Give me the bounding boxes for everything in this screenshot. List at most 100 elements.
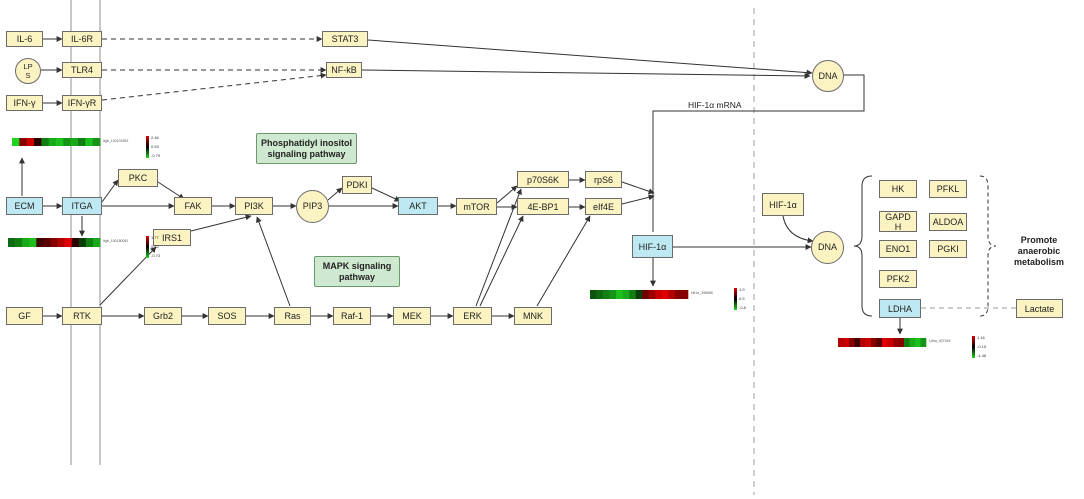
- heatmap-cell: [78, 238, 87, 247]
- node-sos: SOS: [208, 307, 246, 325]
- heatmap-cell: [590, 290, 597, 299]
- node-fak: FAK: [174, 197, 212, 215]
- edge-pdki-akt: [371, 187, 401, 202]
- heatmap-cell: [849, 338, 855, 347]
- node-pi3k: PI3K: [235, 197, 273, 215]
- heatmap-cell: [893, 338, 899, 347]
- node-rps6: rpS6: [585, 171, 622, 188]
- heatmap-cell: [622, 290, 630, 299]
- heatmap-cell: [22, 238, 30, 247]
- heatmap-legend-value: 0.52: [151, 244, 159, 249]
- heatmap-gene-id: Ldha_407245: [929, 339, 951, 343]
- heatmap-cell: [34, 138, 42, 146]
- heatmap-legend-bar: [146, 236, 149, 258]
- heatmap-cell: [19, 138, 27, 146]
- edge-ifnyr-nfkb: [101, 72, 327, 101]
- edge-erk-p70: [475, 188, 522, 307]
- node-itga: ITGA: [62, 197, 102, 215]
- heatmap-layer: [8, 136, 975, 358]
- heatmap-cell: [603, 290, 610, 299]
- node-rtk: RTK: [62, 307, 102, 325]
- node-ldha: LDHA: [879, 299, 921, 318]
- label-hif-mrna: HIF-1α mRNA: [688, 100, 742, 110]
- heatmap-legend-value: 0.5: [739, 296, 745, 301]
- heatmap-cell: [655, 290, 663, 299]
- heatmap-legend-value: 2.46: [151, 135, 159, 140]
- edge-dna-mrna: [652, 74, 865, 232]
- heatmap-legend-value: 1.16: [977, 335, 985, 340]
- pathway-mapk: MAPK signaling pathway: [314, 256, 400, 287]
- node-mnk: MNK: [514, 307, 552, 325]
- node-stat3: STAT3: [322, 31, 368, 47]
- node-lactate: Lactate: [1016, 299, 1063, 318]
- heatmap-cell: [70, 138, 79, 146]
- heatmap-cell: [92, 238, 101, 247]
- heatmap-cell: [882, 338, 888, 347]
- heatmap-legend-value: -0.79: [151, 153, 161, 158]
- node-hif1a-right: HIF-1α: [762, 193, 804, 216]
- node-pfk2: PFK2: [879, 270, 917, 288]
- node-gapdh: GAPD H: [879, 211, 917, 232]
- node-eno1: ENO1: [879, 240, 917, 258]
- pathway-pi3k: Phosphatidyl inositol signaling pathway: [256, 133, 357, 164]
- heatmap-cell: [898, 338, 905, 347]
- node-mek: MEK: [393, 307, 431, 325]
- heatmap-cell: [64, 238, 72, 247]
- heatmap-cell: [41, 138, 49, 146]
- heatmap-legend-value: -1.46: [977, 353, 987, 358]
- heatmap-cell: [838, 338, 844, 347]
- label-anaerobic: Promote anaerobic metabolism: [1013, 235, 1064, 267]
- node-il6: IL-6: [6, 31, 43, 47]
- heatmap-cell: [92, 138, 101, 146]
- heatmap-cell: [48, 138, 57, 146]
- node-gf: GF: [6, 307, 43, 325]
- node-ifny: IFN-γ: [6, 95, 43, 111]
- heatmap-cell: [648, 290, 656, 299]
- heatmap-cell: [56, 138, 64, 146]
- node-lps: LP S: [15, 58, 41, 84]
- node-grb2: Grb2: [144, 307, 182, 325]
- brace-left: [853, 175, 873, 317]
- heatmap-cell: [50, 238, 58, 247]
- heatmap-gene-id: Itgb_100101553: [103, 139, 129, 143]
- heatmap-cell: [85, 238, 94, 247]
- brace-right: [979, 175, 997, 317]
- heatmap-cell: [865, 338, 872, 347]
- node-pfkl: PFKL: [929, 180, 967, 198]
- node-dna-right: DNA: [811, 231, 844, 264]
- heatmap-legend-value: 0.53: [151, 144, 159, 149]
- heatmap-legend-bar: [146, 136, 149, 158]
- heatmap-legend-value: -0.15: [977, 344, 987, 349]
- edge-itga-pkc: [101, 179, 119, 203]
- node-mtor: mTOR: [456, 198, 497, 215]
- heatmap-cell: [661, 290, 669, 299]
- edge-mnk-eif4e: [536, 215, 591, 307]
- node-hk: HK: [879, 180, 917, 198]
- node-aldoa: ALDOA: [929, 213, 967, 231]
- node-tlr4: TLR4: [62, 62, 102, 78]
- edge-pkc-fak: [157, 181, 185, 200]
- heatmap-cell: [635, 290, 643, 299]
- heatmap-cell: [843, 338, 850, 347]
- heatmap-cell: [36, 238, 44, 247]
- edge-rps6-hif: [621, 181, 655, 195]
- node-raf1: Raf-1: [333, 307, 371, 325]
- node-eif4e: eIf4E: [585, 198, 622, 215]
- heatmap-cell: [596, 290, 604, 299]
- heatmap-legend-value: -0.8: [739, 305, 746, 310]
- node-akt: AKT: [398, 197, 438, 215]
- node-pgki: PGKI: [929, 240, 967, 258]
- edge-erk-4ebp: [479, 215, 524, 307]
- node-hif1a: HIF-1α: [632, 235, 673, 258]
- heatmap-cell: [57, 238, 65, 247]
- heatmap-cell: [43, 238, 51, 247]
- node-erk: ERK: [453, 307, 492, 325]
- heatmap-cell: [616, 290, 623, 299]
- heatmap-cell: [26, 138, 35, 146]
- edge-pip3-pdki: [327, 187, 343, 201]
- heatmap-cell: [78, 138, 86, 146]
- heatmap-cell: [15, 238, 23, 247]
- edge-mtor-p70: [496, 185, 518, 204]
- node-pkc: PKC: [118, 169, 158, 187]
